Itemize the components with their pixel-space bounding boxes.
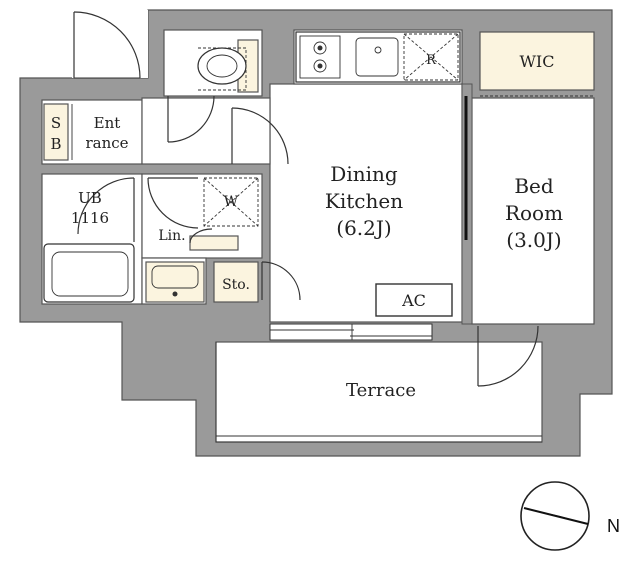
dining-kitchen-room (269, 83, 463, 323)
unit-bath-fixture (43, 177, 135, 303)
shoe-box-label-line2: B (50, 135, 61, 153)
bedroom-label-line2: Room (505, 201, 563, 225)
dining-label-line3: (6.2J) (336, 216, 391, 240)
hall-door (231, 107, 289, 165)
refrigerator-space (403, 33, 459, 81)
toilet-fixture (197, 39, 259, 93)
unit-bath-label-line2: 1116 (71, 209, 109, 227)
entrance-label-line2: rance (85, 134, 128, 152)
washer-space (203, 177, 259, 227)
entrance-door-area (72, 10, 148, 79)
bedroom-partition (461, 83, 473, 325)
bedroom-room (471, 97, 595, 325)
compass-north-label: N (607, 516, 620, 536)
bedroom-label: Bed Room (3.0J) (505, 174, 563, 252)
terrace-railing (215, 342, 542, 443)
wic-closet (479, 31, 595, 97)
toilet-door (167, 95, 215, 143)
refrigerator-label: R (426, 53, 437, 68)
linen-shelf (189, 228, 239, 251)
storage-door (261, 261, 301, 301)
terrace-label: Terrace (346, 380, 416, 401)
bedroom-label-line3: (3.0J) (506, 228, 561, 252)
bedroom-label-line1: Bed (514, 174, 554, 198)
wic-label: WIC (519, 52, 554, 71)
terrace-sliding-window (269, 323, 433, 341)
linen-label: Lin. (158, 228, 185, 244)
entrance-label-line1: Ent (94, 114, 121, 132)
storage-closet (213, 261, 259, 303)
shoe-box-label-line1: S (51, 114, 61, 132)
dining-label-line1: Dining (330, 162, 398, 186)
kitchen-counter (295, 31, 461, 83)
air-conditioner-label: AC (401, 291, 426, 310)
bedroom-door (477, 325, 539, 387)
dining-label-line2: Kitchen (325, 189, 403, 213)
washer-label: W (224, 194, 239, 210)
laundry-door (147, 177, 199, 229)
washbasin-fixture (145, 261, 205, 303)
hall-room (141, 97, 271, 165)
unit-bath-label-line1: UB (78, 189, 102, 207)
terrace-area (215, 341, 543, 443)
storage-label: Sto. (222, 277, 250, 293)
compass: N (520, 481, 620, 551)
dining-kitchen-label: Dining Kitchen (6.2J) (325, 162, 403, 240)
shoe-box (43, 103, 69, 161)
air-conditioner-box (375, 283, 453, 317)
